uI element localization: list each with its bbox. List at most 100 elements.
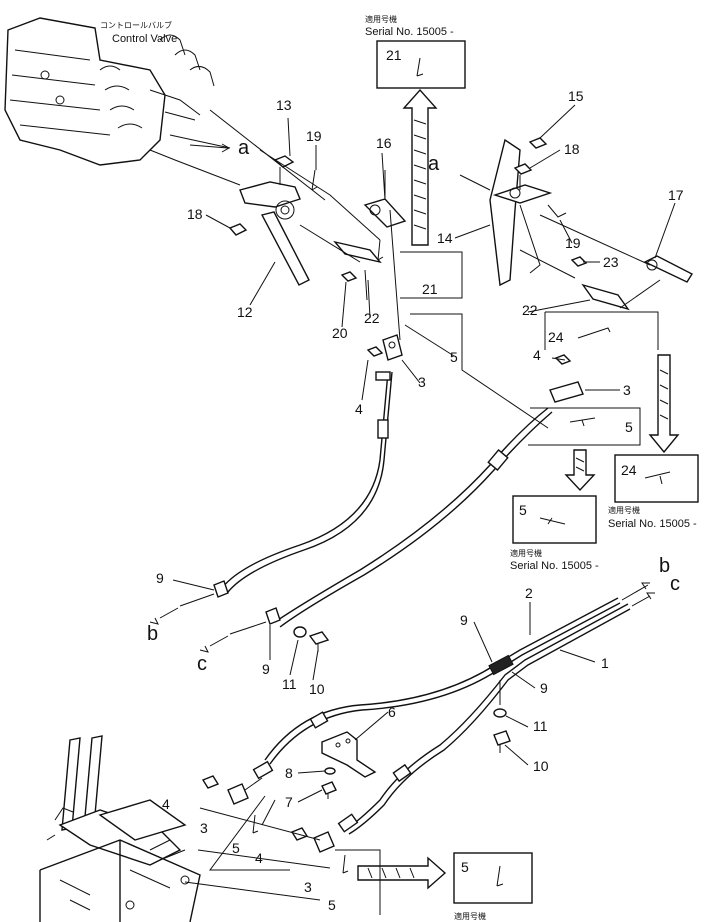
part-label-16: 16 [376, 135, 392, 151]
arrow-to-box-5 [564, 449, 596, 492]
part-label-4-top-left: 4 [355, 401, 363, 417]
part-11-washer-left [293, 626, 307, 638]
part-label-4-top-right: 4 [533, 347, 541, 363]
connection-letter-a-right: a [428, 153, 440, 175]
part-9-clip-right [488, 654, 514, 676]
part-22-clevis-right [581, 283, 630, 311]
part-label-3-top-right: 3 [623, 382, 631, 398]
part-label-18-left: 18 [187, 206, 203, 222]
box-21-serial-en: Serial No. 15005 - [365, 26, 454, 38]
part-label-23: 23 [603, 254, 619, 270]
part-11-washer-right [493, 708, 507, 718]
connection-letter-a-left: a [238, 137, 250, 159]
connection-letter-b-right: b [659, 555, 670, 577]
part-5-pin-lower-right [342, 854, 349, 874]
part-2-cable [264, 597, 621, 765]
part-22-clevis-left [333, 240, 382, 301]
serial-box-5-bottom: 5 [453, 852, 533, 904]
part-label-9-right-top: 9 [460, 612, 468, 628]
part-label-6: 6 [388, 704, 396, 720]
part-label-11-left: 11 [282, 676, 297, 692]
part-label-4-lower-left: 4 [162, 796, 170, 812]
control-valve-assembly [4, 17, 215, 166]
part-9-clip-left-bottom [265, 607, 281, 625]
part-label-13: 13 [276, 97, 292, 113]
part-6-bracket [321, 731, 377, 778]
part-3-cable-end-lower-left [227, 783, 249, 805]
serial-box-24: 24 [614, 454, 699, 503]
part-14-bracket [489, 138, 553, 287]
part-4-bolt-lower-right [290, 827, 309, 841]
arrow-to-box-21 [402, 88, 438, 246]
part-label-3-top-left: 3 [418, 374, 426, 390]
part-12-lever [239, 181, 310, 286]
part-label-5-top: 5 [450, 349, 458, 365]
part-label-15: 15 [568, 88, 584, 104]
part-label-18-right: 18 [564, 141, 580, 157]
serial-box-21: 21 [376, 40, 466, 89]
part-10-bolt-right [493, 730, 511, 753]
part-label-2: 2 [525, 585, 533, 601]
part-label-5-lower-right: 5 [328, 897, 336, 913]
part-label-20: 20 [332, 325, 348, 341]
connection-letter-c-left: c [197, 653, 207, 675]
part-3-cable-end-right [549, 381, 584, 403]
arrow-to-box-5-bottom [357, 856, 447, 890]
part-label-5-inline: 5 [625, 419, 633, 435]
part-label-22-right: 22 [522, 302, 538, 318]
part-5-pin-lower-left [252, 814, 259, 834]
part-8-washer [324, 767, 336, 775]
part-20-bolt [340, 271, 358, 282]
part-1-cable [344, 603, 631, 835]
part-label-9-right-bottom: 9 [540, 680, 548, 696]
part-9-clip-left-top [213, 580, 229, 598]
part-3-cable-end-lower-right [313, 831, 335, 853]
cable-c-upper [274, 407, 553, 628]
part-4-bolt-left [366, 346, 384, 357]
part-label-19-right: 19 [565, 235, 581, 251]
part-label-1: 1 [601, 655, 609, 671]
part-label-19-left: 19 [306, 128, 322, 144]
part-19-pin-right [547, 204, 567, 218]
part-10-bolt-left [308, 631, 330, 652]
box-21-number: 21 [386, 47, 402, 63]
part-4-bolt-lower-left [201, 775, 220, 789]
part-18-bolt-left [228, 223, 248, 236]
control-valve-en-label: Control Valve [112, 33, 177, 45]
part-label-14: 14 [437, 230, 453, 246]
box-5-serial-en: Serial No. 15005 - [510, 560, 599, 572]
part-label-3-lower-right: 3 [304, 879, 312, 895]
box-24-serial-en: Serial No. 15005 - [608, 518, 697, 530]
part-label-11-right: 11 [533, 718, 548, 734]
control-lever-assembly [39, 735, 201, 922]
part-13-bolt [273, 155, 295, 185]
box-5-number: 5 [519, 502, 527, 518]
serial-box-5: 5 [512, 495, 597, 544]
arrow-to-box-24 [648, 354, 680, 454]
part-23-bolt [570, 256, 588, 267]
part-label-10-right: 10 [533, 758, 549, 774]
part-3-cable-end-left [382, 334, 403, 361]
part-21-pin [377, 239, 384, 261]
box-21-serial-jp: 適用号機 [365, 14, 397, 24]
part-label-21: 21 [422, 281, 438, 297]
box-5-bottom-number: 5 [461, 859, 469, 875]
part-7-bolt [321, 781, 337, 799]
part-18-bolt-right [513, 163, 533, 190]
part-19-pin-left [311, 169, 318, 191]
connection-letter-b-left: b [147, 623, 158, 645]
part-label-22-left: 22 [364, 310, 380, 326]
part-label-10-left: 10 [309, 681, 325, 697]
part-label-17: 17 [668, 187, 684, 203]
box-24-number: 24 [621, 462, 637, 478]
part-label-4-lower-right: 4 [255, 850, 263, 866]
cable-b-upper [221, 371, 393, 593]
box-5-bottom-serial-jp: 適用号機 [454, 911, 486, 921]
part-label-24-inline: 24 [548, 329, 564, 345]
part-15-bolt [528, 137, 548, 149]
part-label-7: 7 [285, 794, 293, 810]
part-label-8: 8 [285, 765, 293, 781]
control-valve-jp-label: コントロールバルブ [100, 20, 172, 30]
